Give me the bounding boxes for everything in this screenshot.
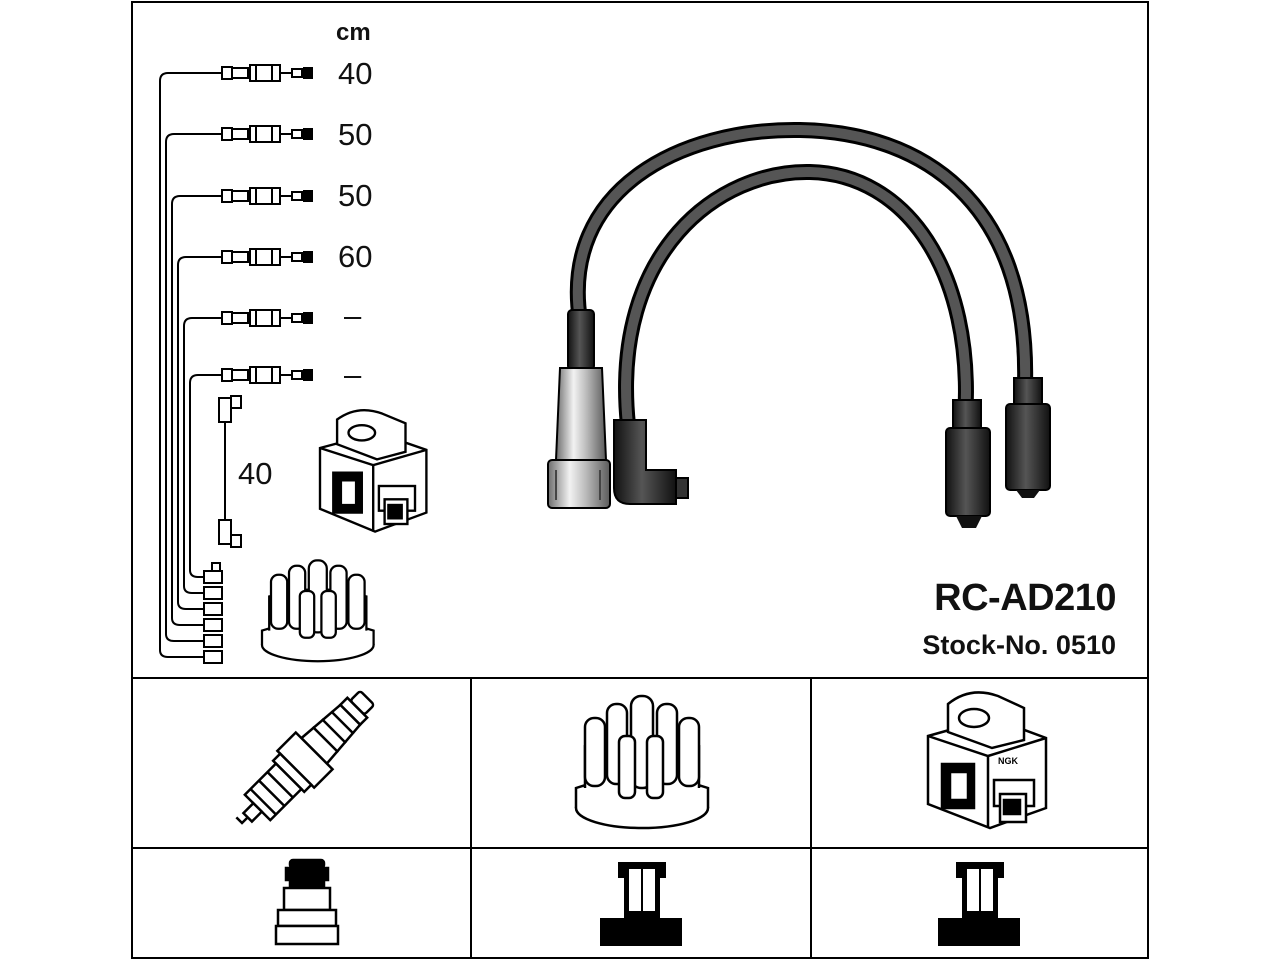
length-label-1: 40 <box>338 56 372 91</box>
lead-connectors <box>221 64 313 384</box>
stock-number: Stock-No. 0510 <box>922 630 1116 660</box>
length-label-3: 50 <box>338 178 372 213</box>
distributor-cap-icon <box>260 559 375 663</box>
metal-plug-boot <box>547 309 611 509</box>
plug-terminal-icon <box>274 858 340 946</box>
cap-socket-icon <box>600 862 682 946</box>
coil-socket-icon <box>938 862 1020 946</box>
cable-photo <box>547 121 1051 528</box>
black-boot-right-1 <box>945 399 991 528</box>
black-boot-right-2 <box>1005 377 1051 498</box>
cap-terminals <box>203 562 223 664</box>
length-label-4: 60 <box>338 239 372 274</box>
unit-label: cm <box>336 19 371 46</box>
coil-lead-length: 40 <box>238 456 272 491</box>
angled-plug-boot <box>613 419 689 505</box>
length-label-2: 50 <box>338 117 372 152</box>
ignition-coil-large-icon: NGK <box>926 691 1048 830</box>
cable-schematic: cm <box>159 19 428 664</box>
spark-plug-icon <box>235 690 375 825</box>
ignition-coil-icon <box>318 408 428 533</box>
length-label-6: – <box>344 357 362 392</box>
model-number: RC-AD210 <box>934 577 1116 619</box>
frame <box>131 1 1149 959</box>
coil-lead <box>218 395 242 548</box>
coil-badge: NGK <box>998 756 1019 766</box>
length-label-5: – <box>344 298 362 333</box>
distributor-cap-large-icon <box>574 694 710 830</box>
